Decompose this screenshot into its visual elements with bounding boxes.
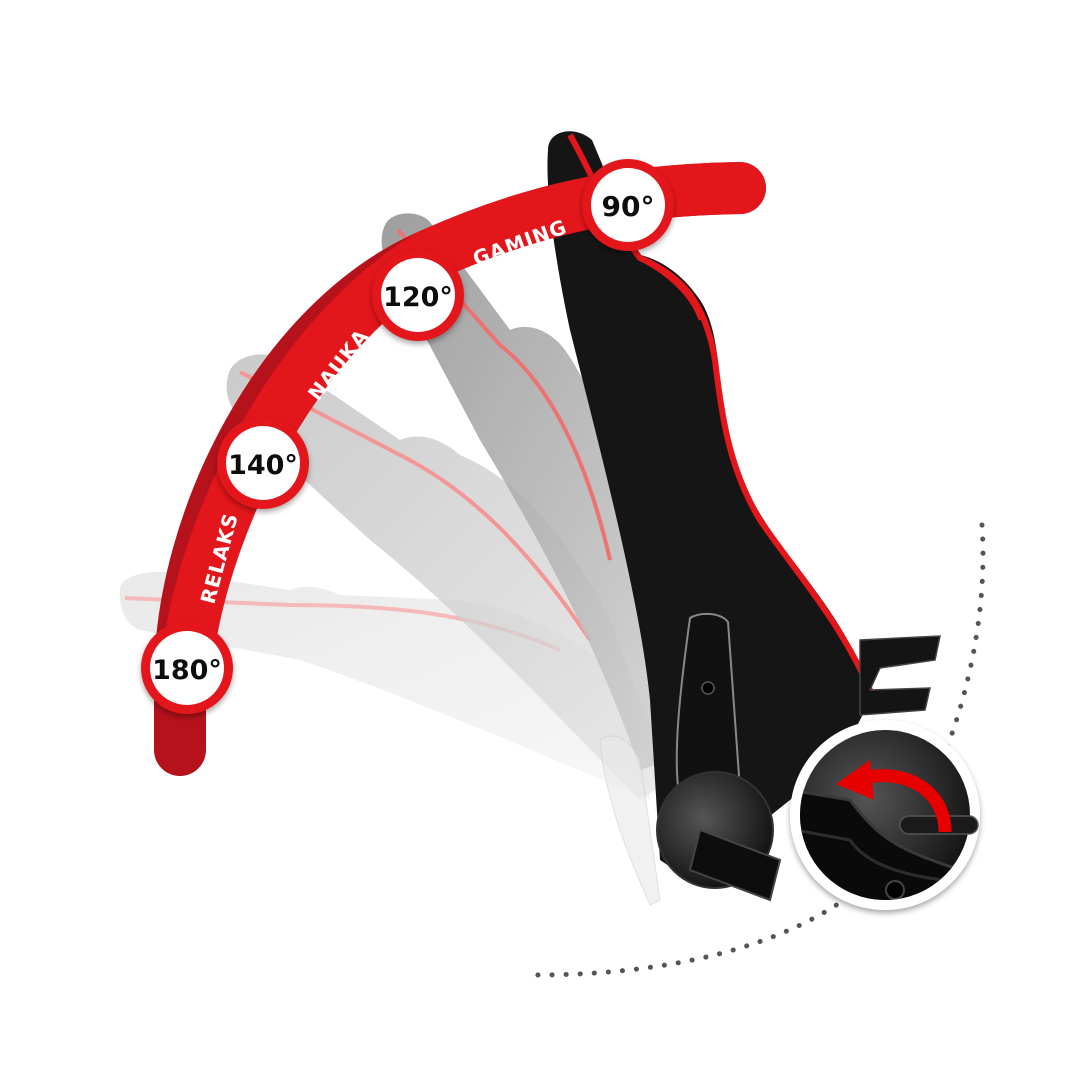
angle-badge-140: 140° [217, 417, 309, 509]
recline-mechanism [599, 612, 782, 906]
svg-text:180°: 180° [152, 655, 222, 686]
armrest-bracket [859, 635, 941, 716]
backrest-ghost-140 [226, 354, 670, 800]
svg-text:90°: 90° [602, 190, 655, 223]
svg-text:140°: 140° [228, 450, 298, 481]
lever-detail-callout [790, 720, 980, 910]
svg-text:120°: 120° [383, 282, 453, 313]
angle-badge-120: 120° [372, 249, 464, 341]
backrest-ghost-120 [381, 213, 670, 770]
angle-badge-180: 180° [141, 622, 233, 714]
rotate-counterclockwise-arrow-icon [836, 760, 952, 833]
angle-badge-90: 90° [582, 159, 674, 251]
